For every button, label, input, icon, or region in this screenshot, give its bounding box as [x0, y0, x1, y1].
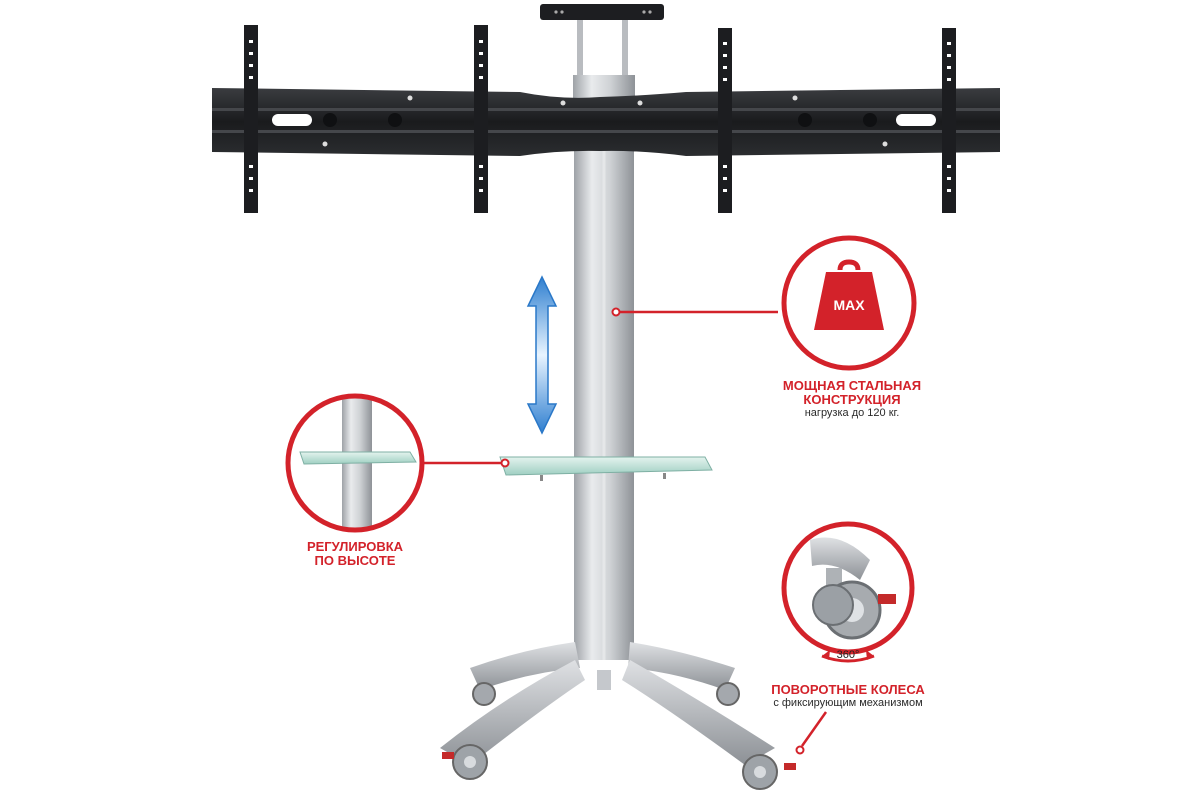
mounting-bar [212, 88, 1000, 156]
rotation-badge-text: 360° [837, 649, 860, 661]
cart-base [440, 642, 775, 765]
steel-subtitle: нагрузка до 120 кг. [804, 407, 900, 419]
height-title-line1: РЕГУЛИРОВКА [306, 539, 404, 554]
callout-height-adjust [285, 393, 510, 533]
max-badge-text: MAX [833, 297, 865, 313]
vesa-rails [244, 25, 956, 213]
rotation-360-icon: 360° [821, 649, 875, 663]
casters [442, 682, 796, 790]
weight-max-icon: MAX [814, 259, 884, 330]
height-title-line2: ПО ВЫСОТЕ [314, 553, 396, 568]
steel-title-line1: МОЩНАЯ СТАЛЬНАЯ [782, 378, 922, 393]
wheels-title: ПОВОРОТНЫЕ КОЛЕСА [771, 682, 925, 697]
top-handle [540, 4, 664, 80]
wheels-subtitle: с фиксирующим механизмом [773, 697, 923, 709]
callout-steel-structure: MAX [611, 235, 917, 371]
glass-shelf [499, 456, 713, 481]
support-column [573, 75, 635, 660]
callout-swivel-wheels: 360° [781, 521, 915, 755]
steel-title-line2: КОНСТРУКЦИЯ [803, 392, 901, 407]
double-arrow-vertical-icon [526, 275, 558, 435]
